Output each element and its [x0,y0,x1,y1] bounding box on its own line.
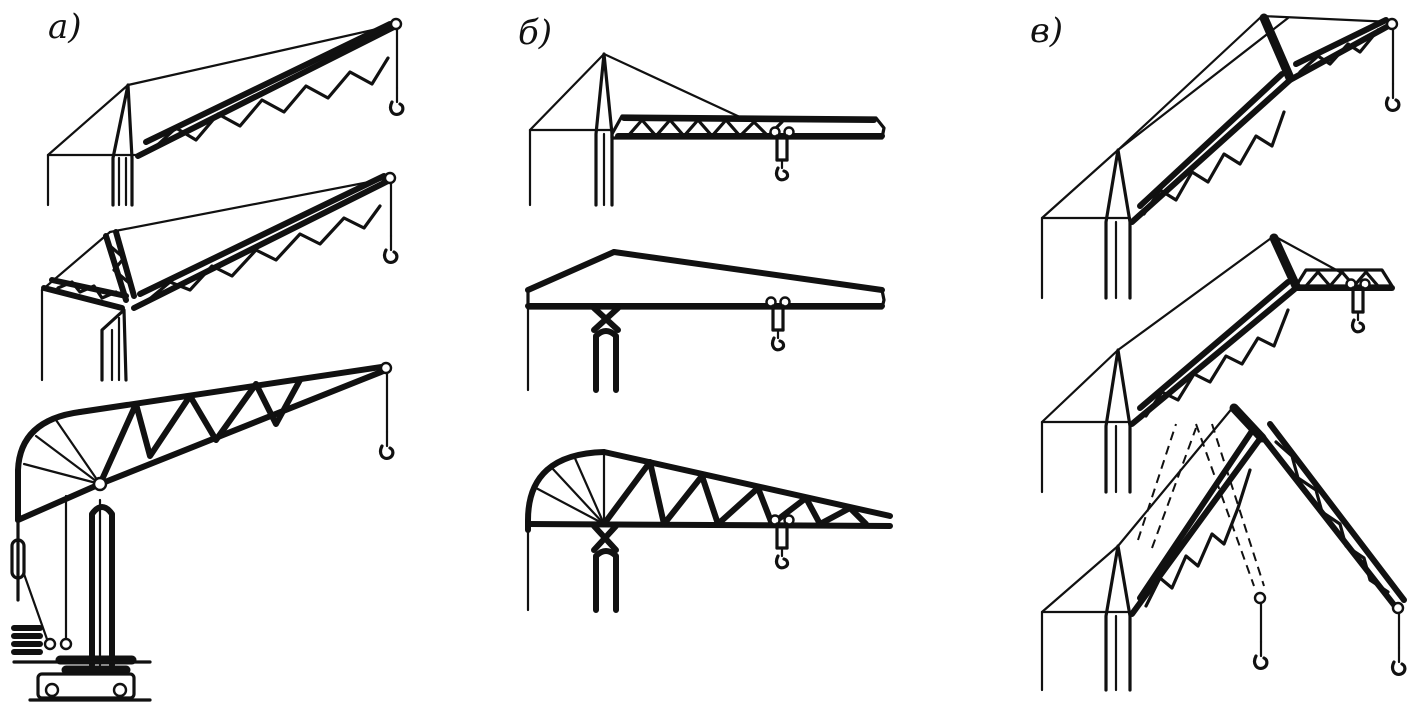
crane-v1 [1040,13,1401,300]
label-v: в) [1030,11,1064,51]
crane-v3 [1040,403,1407,692]
label-a: а) [48,7,82,47]
crane-b2 [525,249,886,393]
crane-a1 [46,17,405,207]
crane-a3 [10,361,395,702]
label-b: б) [518,13,553,53]
crane-a2 [40,171,399,382]
crane-b3 [525,449,893,613]
crane-b1 [528,52,886,207]
crane-v2 [1040,233,1395,494]
